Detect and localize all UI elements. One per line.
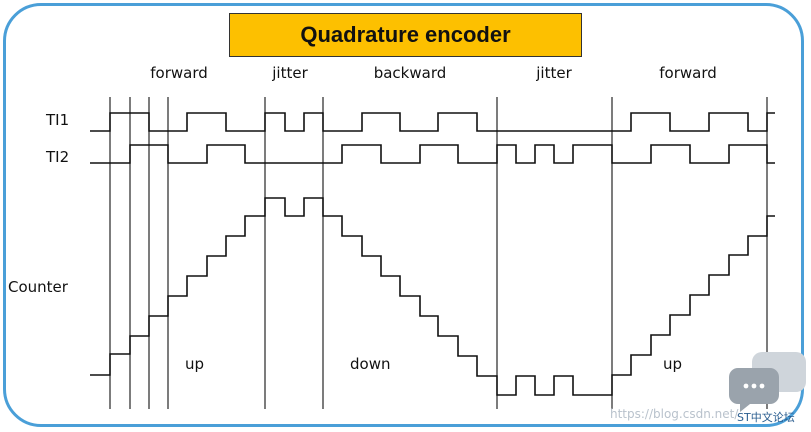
phase-label-jitter-1: jitter: [271, 64, 308, 82]
signal-label-ti2: TI2: [45, 148, 69, 166]
phase-label-forward-1: forward: [150, 64, 208, 82]
direction-label-up-1: up: [185, 355, 204, 373]
ti2-waveform: [90, 144, 775, 164]
phase-label-jitter-2: jitter: [535, 64, 572, 82]
direction-label-down: down: [350, 355, 390, 373]
diagram-frame: [3, 3, 804, 427]
counter-waveform: [90, 197, 775, 396]
phase-label-backward: backward: [374, 64, 447, 82]
signal-label-counter: Counter: [8, 278, 69, 296]
direction-label-up-2: up: [663, 355, 682, 373]
chat-bubble-icon: [729, 352, 806, 412]
st-forum-badge: ST中文论坛: [737, 411, 795, 424]
phase-label-forward-2: forward: [659, 64, 717, 82]
watermark-text: https://blog.csdn.net/: [610, 407, 739, 421]
signal-label-ti1: TI1: [45, 111, 69, 129]
ti1-waveform: [90, 112, 775, 132]
diagram-title: Quadrature encoder: [300, 22, 511, 47]
title-box: Quadrature encoder: [229, 13, 582, 57]
